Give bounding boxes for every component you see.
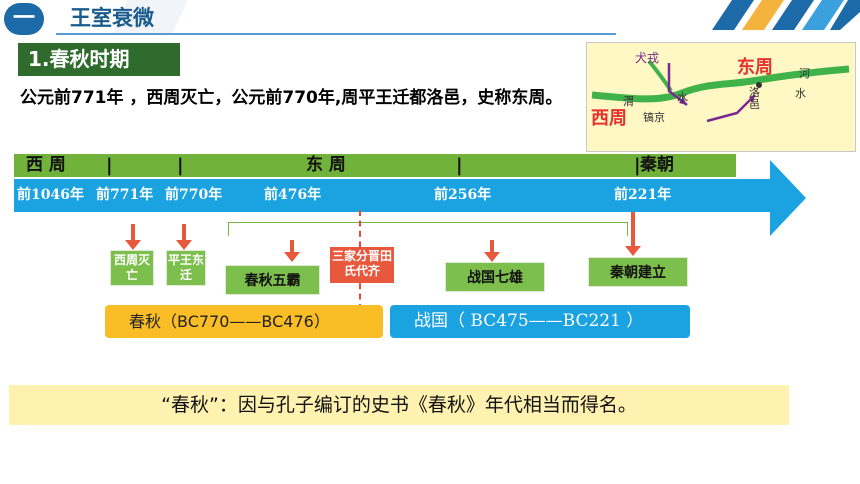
timeline-separator: | bbox=[106, 155, 113, 176]
map-label-shui-left: 水 bbox=[677, 91, 688, 104]
map-label-luoyi: 洛邑 bbox=[749, 86, 760, 111]
event-chunqiu-wuba: 春秋五霸 bbox=[225, 265, 320, 295]
map-label-quanrong: 犬戎 bbox=[635, 51, 660, 65]
period-label-dongzhou: 东 周 bbox=[306, 155, 346, 175]
map-image: 犬戎 东周 河 渭 水 洛邑 水 镐京 西周 bbox=[586, 42, 856, 152]
timeline-period-bar bbox=[14, 154, 736, 177]
timeline-year-bar bbox=[14, 179, 772, 212]
header-underline bbox=[56, 33, 616, 35]
map-label-dongzhou: 东周 bbox=[737, 57, 773, 78]
era-bracket bbox=[228, 222, 628, 236]
timeline-separator: | bbox=[177, 155, 184, 176]
event-sanjia-fenjin: 三家分晋田氏代齐 bbox=[330, 247, 394, 283]
year-label-771: 前771年 bbox=[96, 187, 154, 203]
period-label-xizhou: 西 周 bbox=[26, 155, 66, 175]
period-box-chunqiu: 春秋（BC770——BC476） bbox=[105, 305, 383, 338]
year-label-770: 前770年 bbox=[165, 187, 223, 203]
timeline-separator: | bbox=[456, 155, 463, 176]
map-label-wei: 渭 bbox=[623, 95, 634, 108]
chapter-number-badge: 一 bbox=[4, 3, 44, 35]
year-label-221: 前221年 bbox=[614, 187, 672, 203]
page-title: 王室衰微 bbox=[70, 6, 154, 30]
year-label-1046: 前1046年 bbox=[17, 187, 84, 203]
event-xizhou-miewang: 西周灭亡 bbox=[110, 250, 154, 286]
section-title: 1.春秋时期 bbox=[18, 43, 180, 76]
map-label-haojing: 镐京 bbox=[643, 111, 665, 124]
intro-text: 公元前771年 ，西周灭亡，公元前770年,周平王迁都洛邑，史称东周。 bbox=[20, 88, 563, 108]
note-text: “春秋”：因与孔子编订的史书《春秋》年代相当而得名。 bbox=[9, 385, 789, 425]
timeline-separator: | bbox=[634, 155, 641, 176]
event-zhanguo-qixiong: 战国七雄 bbox=[445, 262, 545, 292]
map-label-he: 河 bbox=[799, 67, 810, 80]
event-pingwang-dongqian: 平王东迁 bbox=[166, 250, 206, 286]
event-qinchao-jianli: 秦朝建立 bbox=[588, 257, 688, 287]
period-box-zhanguo: 战国（ BC475——BC221 ） bbox=[390, 305, 690, 338]
map-label-xizhou: 西周 bbox=[591, 108, 627, 129]
corner-stripes-icon bbox=[712, 0, 860, 30]
timeline-arrow-icon bbox=[770, 160, 806, 236]
map-label-shui-right: 水 bbox=[795, 87, 806, 100]
period-label-qin: 秦朝 bbox=[640, 155, 674, 175]
year-label-256: 前256年 bbox=[434, 187, 492, 203]
year-label-476: 前476年 bbox=[264, 187, 322, 203]
